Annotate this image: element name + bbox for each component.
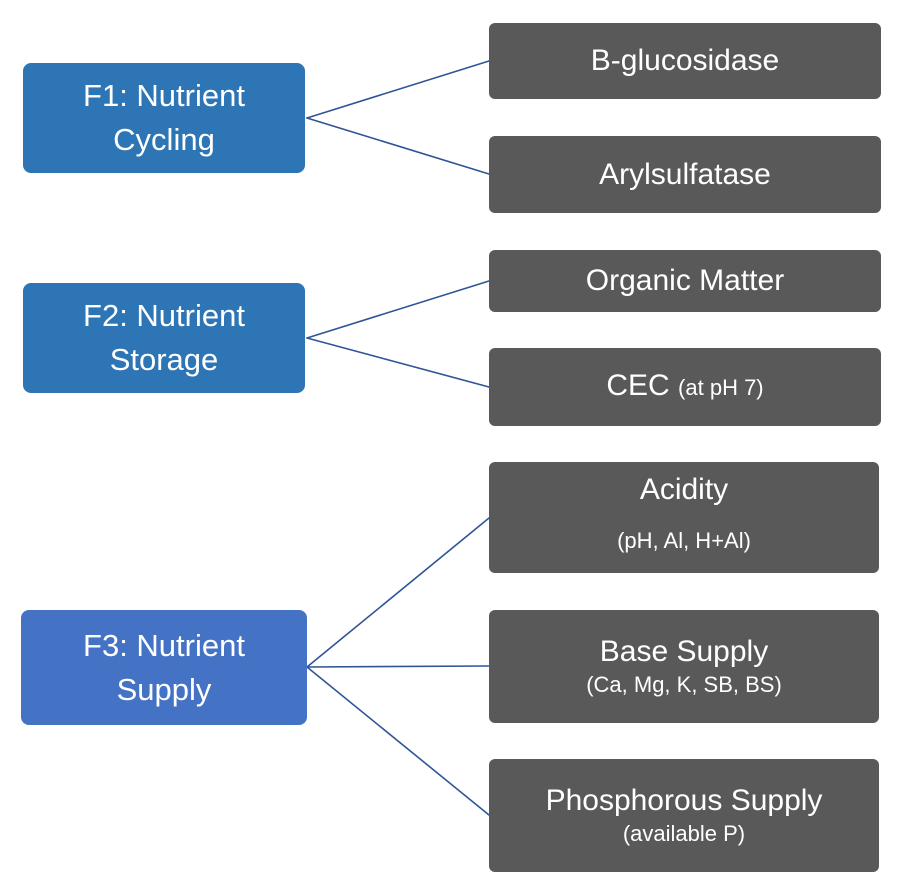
connector-f3-phosphorous-supply [306, 666, 490, 816]
indicator-base-supply: Base Supply (Ca, Mg, K, SB, BS) [489, 610, 879, 723]
category-label-line2: Supply [116, 671, 212, 707]
indicator-label: Phosphorous Supply [545, 783, 823, 817]
connector-f3-acidity [306, 517, 490, 668]
category-label-line2: Storage [109, 342, 219, 377]
indicator-phosphorous-supply: Phosphorous Supply (available P) [489, 759, 879, 872]
connector-f2-cec [306, 337, 490, 388]
indicator-label: Organic Matter [585, 264, 785, 297]
indicator-note: (Ca, Mg, K, SB, BS) [586, 671, 782, 697]
indicator-b-glucosidase: B-glucosidase [489, 23, 881, 99]
indicator-cec: CEC (at pH 7) [489, 348, 881, 426]
indicator-label: Arylsulfatase [599, 157, 771, 191]
category-f1-nutrient-cycling: F1: Nutrient Cycling [23, 63, 305, 173]
category-label-line1: F2: Nutrient [83, 298, 245, 333]
indicator-label: B-glucosidase [590, 44, 780, 77]
connector-f2-organic-matter [306, 280, 490, 339]
category-f2-nutrient-storage: F2: Nutrient Storage [23, 283, 305, 393]
category-label-line1: F1: Nutrient [83, 78, 245, 113]
category-label-line1: F3: Nutrient [83, 627, 245, 663]
indicator-organic-matter: Organic Matter [489, 250, 881, 312]
indicator-note: (at pH 7) [678, 375, 764, 400]
connector-f1-b-glucosidase [306, 60, 490, 119]
indicator-label: CEC [606, 369, 670, 402]
category-label-line2: Cycling [113, 122, 215, 157]
indicator-label-row: CEC (at pH 7) [606, 368, 763, 406]
category-f3-nutrient-supply: F3: Nutrient Supply [21, 610, 307, 725]
connector-f1-arylsulfatase [306, 117, 490, 175]
indicator-note: (pH, Al, H+Al) [617, 528, 751, 553]
connector-f3-base-supply [306, 665, 490, 668]
indicator-arylsulfatase: Arylsulfatase [489, 136, 881, 213]
indicator-acidity: Acidity (pH, Al, H+Al) [489, 462, 879, 573]
indicator-label: Base Supply [599, 634, 769, 668]
indicator-label: Acidity [639, 473, 729, 506]
indicator-note: (available P) [622, 820, 746, 846]
